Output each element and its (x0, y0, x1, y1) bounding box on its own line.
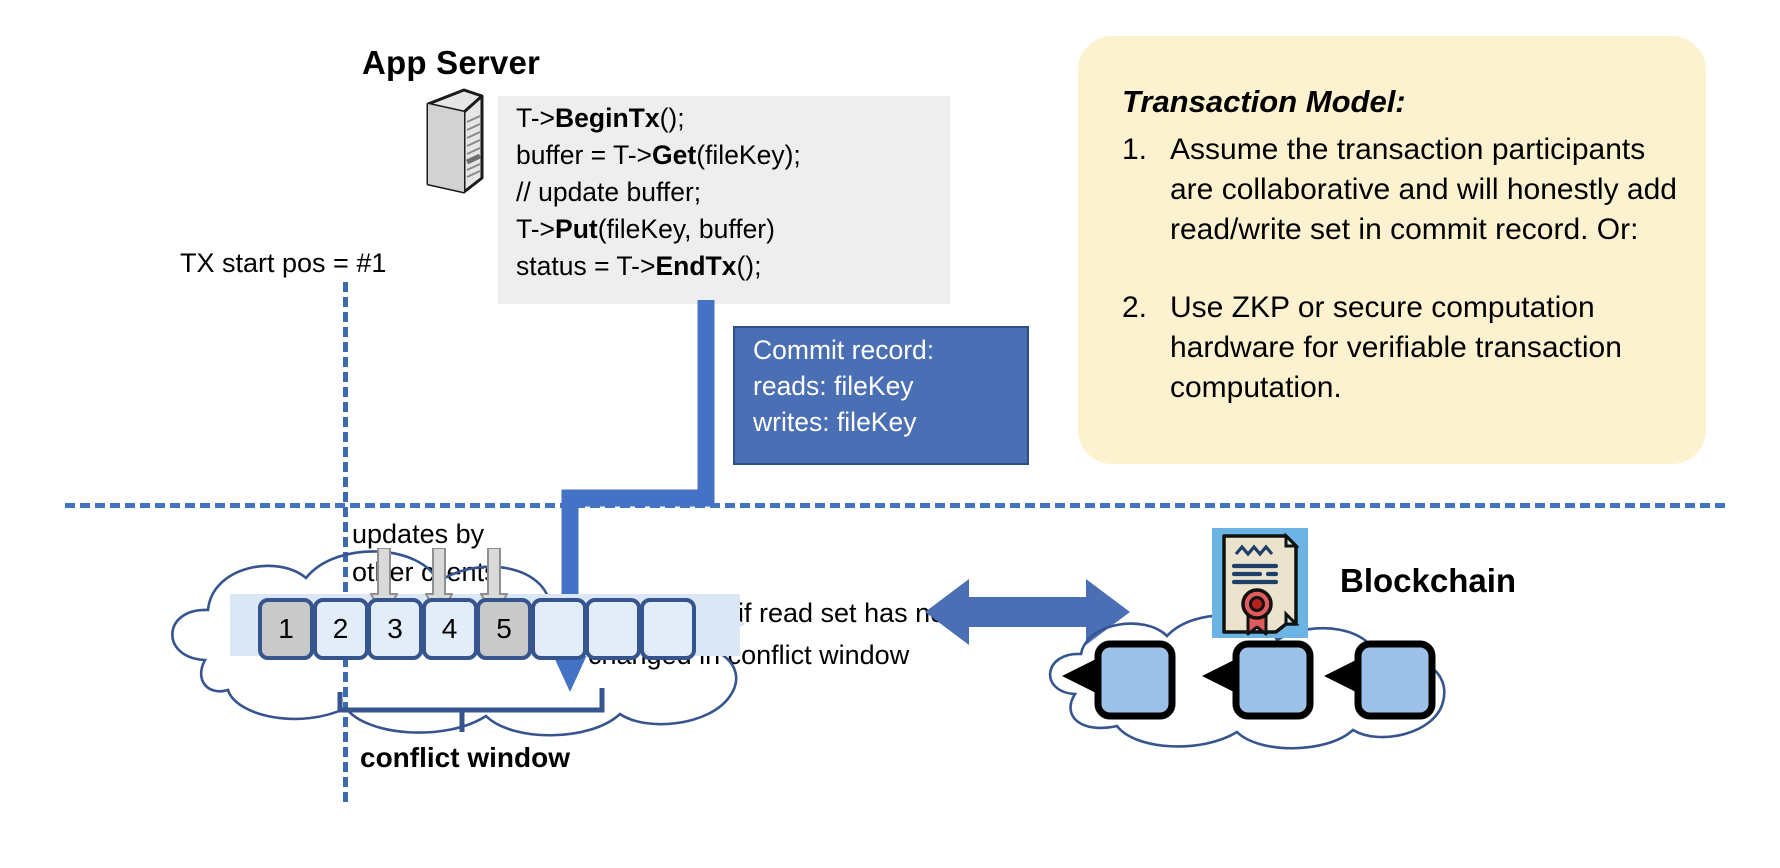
code-line-4: T->Put(fileKey, buffer) (516, 214, 775, 244)
log-block-2[interactable]: 2 (312, 598, 369, 660)
commit-record-title: Commit record: (753, 335, 935, 365)
log-block-4[interactable]: 4 (421, 598, 478, 660)
model-item-2-text: Use ZKP or secure computation hardware f… (1170, 291, 1622, 404)
layer-divider-dashed-line (65, 503, 1725, 508)
commit-record-reads: reads: fileKey (753, 371, 914, 401)
log-block-6[interactable] (530, 598, 587, 660)
transaction-model-title: Transaction Model: (1122, 84, 1406, 119)
commit-record-writes: writes: fileKey (753, 407, 917, 437)
code-keyword: EndTx (655, 251, 737, 281)
blockchain-block-chain (1040, 636, 1440, 726)
log-block-3[interactable]: 3 (367, 598, 423, 660)
transaction-model-item-1: 1. Assume the transaction participants a… (1122, 130, 1682, 250)
log-direction-arrowhead (690, 574, 750, 674)
updates-label-line-1: updates by (352, 519, 485, 549)
model-item-1-number: 1. (1122, 133, 1148, 166)
code-panel (498, 96, 950, 304)
code-line-2: buffer = T->Get(fileKey); (516, 140, 801, 170)
transaction-model-item-2: 2. Use ZKP or secure computation hardwar… (1122, 288, 1682, 408)
log-block-1[interactable]: 1 (258, 598, 314, 660)
commit-record-text: Commit record: reads: fileKey writes: fi… (753, 332, 934, 440)
tx-start-dashed-line (343, 282, 348, 802)
code-line-1: T->BeginTx(); (516, 103, 685, 133)
code-text: T->BeginTx(); buffer = T->Get(fileKey); //… (516, 100, 956, 285)
conflict-window-label: conflict window (360, 742, 570, 773)
code-keyword: Put (555, 214, 598, 244)
code-keyword: BeginTx (555, 103, 660, 133)
server-tower-icon (424, 86, 486, 196)
updates-label-line-2: other clients (352, 557, 498, 587)
conflict-window-brace (336, 688, 606, 736)
code-line-5: status = T->EndTx(); (516, 251, 762, 281)
transaction-model-panel: Transaction Model: 1. Assume the transac… (1078, 36, 1706, 464)
log-block-8[interactable] (639, 598, 696, 660)
tx-start-pos-label: TX start pos = #1 (180, 248, 387, 278)
model-item-2-number: 2. (1122, 291, 1148, 324)
commit-record-box: Commit record: reads: fileKey writes: fi… (733, 326, 1029, 465)
updates-by-other-clients-label: updates by other clients (352, 515, 498, 591)
code-line-3: // update buffer; (516, 177, 702, 207)
model-item-1-text: Assume the transaction participants are … (1170, 133, 1677, 246)
app-server-title: App Server (362, 44, 541, 81)
code-keyword: Get (652, 140, 697, 170)
log-block-5[interactable]: 5 (476, 598, 532, 660)
blockchain-label: Blockchain (1340, 562, 1517, 599)
certificate-seal-icon (1212, 528, 1308, 638)
sync-bidirectional-arrow (925, 575, 1130, 649)
log-block-7[interactable] (585, 598, 641, 660)
